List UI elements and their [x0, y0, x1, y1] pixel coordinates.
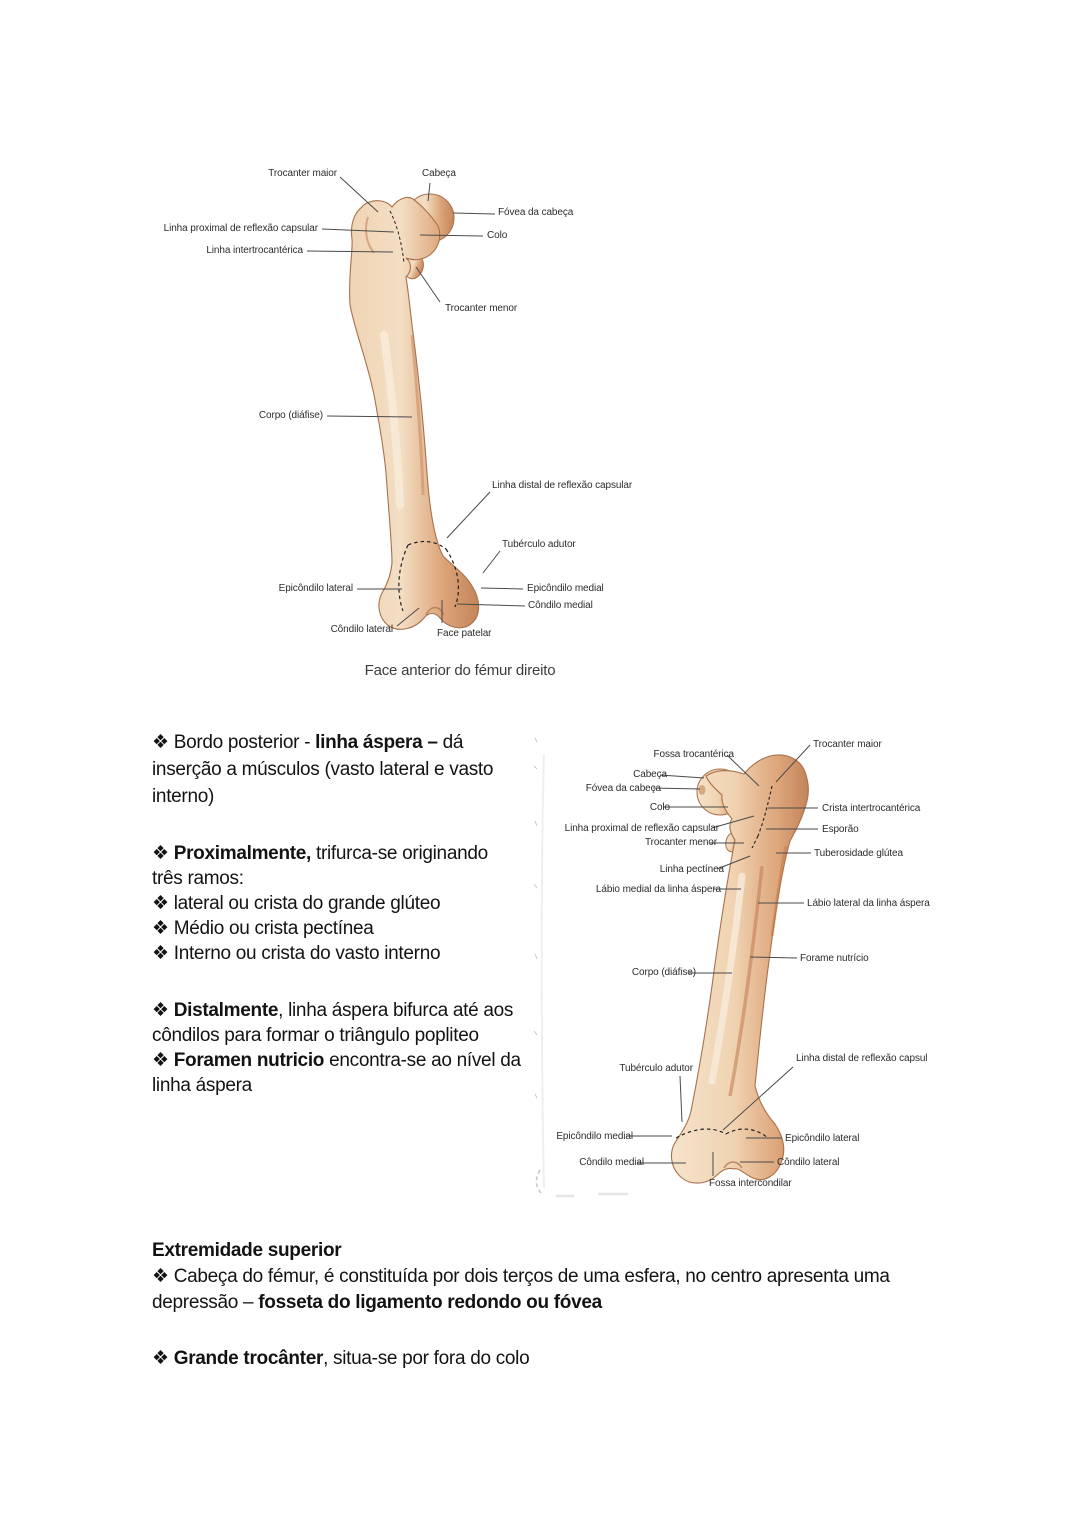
- text-line: ❖ lateral ou crista do grande glúteo: [152, 893, 441, 914]
- label-tuberculo-adutor: Tubérculo adutor: [619, 1063, 693, 1074]
- figure1-caption: Face anterior do fémur direito: [364, 662, 556, 679]
- text-seg: depressão –: [152, 1292, 259, 1313]
- text-line: depressão – fosseta do ligamento redondo…: [152, 1290, 890, 1316]
- label-cabeca: Cabeça: [633, 769, 667, 780]
- leader-lines: [626, 744, 818, 1176]
- text-seg-bold: Grande trocânter: [173, 1348, 324, 1369]
- figure-femur-anterior: Trocanter maior Cabeça Fóvea da cabeça L…: [140, 155, 700, 700]
- label-fossa-trocanterica: Fossa trocantérica: [653, 749, 735, 760]
- text-seg: ❖: [152, 1348, 174, 1369]
- label-trocanter-maior: Trocanter maior: [268, 168, 337, 179]
- text-line: inserção a músculos (vasto lateral e vas…: [152, 759, 494, 780]
- label-fossa-intercondilar: Fossa intercondilar: [709, 1178, 792, 1189]
- label-linha-pectinea: Linha pectínea: [659, 864, 724, 875]
- text-seg: ❖: [152, 1050, 174, 1071]
- label-crista-intertrocanterica: Crista intertrocantérica: [822, 803, 921, 814]
- label-colo: Colo: [487, 230, 508, 241]
- notes-paragraph-3: ❖ Distalmente, linha áspera bifurca até …: [152, 998, 521, 1098]
- text-seg-bold: Distalmente: [173, 1000, 279, 1021]
- section-extremidade-superior: Extremidade superior ❖ Cabeça do fémur, …: [152, 1238, 890, 1316]
- femur-anterior-art: [306, 176, 526, 630]
- label-condilo-lateral: Côndilo lateral: [330, 624, 394, 635]
- label-linha-proximal: Linha proximal de reflexão capsular: [564, 823, 719, 834]
- heading-text: Extremidade superior: [152, 1240, 342, 1261]
- label-linha-distal: Linha distal de reflexão capsul: [796, 1053, 928, 1064]
- notes-paragraph-1: ❖ Bordo posterior - linha áspera – dá in…: [152, 729, 493, 810]
- text-seg: , linha áspera bifurca até aos: [278, 1000, 514, 1021]
- text-seg-bold: Foramen nutricio: [173, 1050, 325, 1071]
- label-labio-lateral: Lábio lateral da linha áspera: [807, 898, 930, 909]
- notes-grande-trocanter: ❖ Grande trocânter, situa-se por fora do…: [152, 1346, 530, 1372]
- text-seg: ❖ Bordo posterior -: [152, 732, 316, 753]
- text-line: ❖ Foramen nutricio encontra-se ao nível …: [152, 1048, 521, 1073]
- text-line: ❖ Proximalmente, trifurca-se originando: [152, 841, 488, 866]
- label-cabeca: Cabeça: [422, 168, 456, 179]
- label-tuberculo-adutor: Tubérculo adutor: [502, 539, 576, 550]
- text-seg: , situa-se por fora do colo: [323, 1348, 530, 1369]
- text-line: côndilos para formar o triângulo poplite…: [152, 1025, 479, 1046]
- text-seg: ❖: [152, 1000, 174, 1021]
- text-line: ❖ Distalmente, linha áspera bifurca até …: [152, 998, 521, 1023]
- label-tuberosidade-glutea: Tuberosidade glútea: [814, 848, 903, 859]
- label-trocanter-menor: Trocanter menor: [445, 303, 518, 314]
- label-corpo-diafise: Corpo (diáfise): [258, 410, 323, 421]
- label-epicondilo-lateral: Epicôndilo lateral: [785, 1133, 860, 1144]
- label-colo: Colo: [649, 802, 670, 813]
- scan-artifacts: [533, 737, 628, 1198]
- text-seg: encontra-se ao nível da: [324, 1050, 521, 1071]
- text-line: ❖ Cabeça do fémur, é constituída por doi…: [152, 1266, 890, 1287]
- label-forame-nutricio: Forame nutrício: [800, 953, 869, 964]
- text-seg: trifurca-se originando: [311, 843, 488, 864]
- text-seg-bold: fosseta do ligamento redondo ou fóvea: [258, 1292, 602, 1313]
- text-line: ❖ Grande trocânter, situa-se por fora do…: [152, 1346, 530, 1372]
- text-line: ❖ Interno ou crista do vasto interno: [152, 943, 441, 964]
- text-seg: ❖: [152, 843, 174, 864]
- femur-posterior-bone: [670, 754, 809, 1184]
- label-linha-intertrocanterica: Linha intertrocantérica: [206, 245, 303, 256]
- label-trocanter-menor: Trocanter menor: [644, 837, 717, 848]
- label-condilo-medial: Côndilo medial: [528, 600, 593, 611]
- label-epicondilo-medial: Epicôndilo medial: [556, 1131, 633, 1142]
- label-condilo-lateral: Côndilo lateral: [777, 1157, 840, 1168]
- label-labio-medial: Lábio medial da linha áspera: [595, 884, 721, 895]
- text-seg: dá: [437, 732, 464, 753]
- label-condilo-medial: Côndilo medial: [579, 1157, 644, 1168]
- label-epicondilo-medial: Epicôndilo medial: [527, 583, 604, 594]
- text-line: ❖ Bordo posterior - linha áspera – dá: [152, 729, 493, 756]
- label-face-patelar: Face patelar: [437, 628, 492, 639]
- label-corpo-diafise: Corpo (diáfise): [631, 967, 696, 978]
- figure-femur-posterior: Fossa trocantérica Trocanter maior Cabeç…: [528, 726, 968, 1216]
- femur-posterior-art: [533, 737, 818, 1198]
- label-fovea-da-cabeca: Fóvea da cabeça: [585, 783, 661, 794]
- label-fovea-da-cabeca: Fóvea da cabeça: [498, 207, 574, 218]
- text-line: três ramos:: [152, 868, 244, 889]
- label-linha-distal: Linha distal de reflexão capsular: [492, 480, 633, 491]
- label-trocanter-maior: Trocanter maior: [813, 739, 882, 750]
- text-line: interno): [152, 786, 215, 807]
- notes-paragraph-2: ❖ Proximalmente, trifurca-se originando …: [152, 841, 488, 966]
- label-esporao: Esporão: [822, 824, 859, 835]
- text-line: linha áspera: [152, 1075, 252, 1096]
- label-linha-proximal: Linha proximal de reflexão capsular: [163, 223, 318, 234]
- femur-anterior-bone: [349, 193, 480, 630]
- text-line: ❖ Médio ou crista pectínea: [152, 918, 374, 939]
- section-heading: Extremidade superior: [152, 1238, 890, 1264]
- text-seg-bold: linha áspera –: [315, 732, 438, 753]
- leader-lines: [306, 176, 526, 627]
- label-epicondilo-lateral: Epicôndilo lateral: [278, 583, 353, 594]
- text-seg-bold: Proximalmente,: [173, 843, 312, 864]
